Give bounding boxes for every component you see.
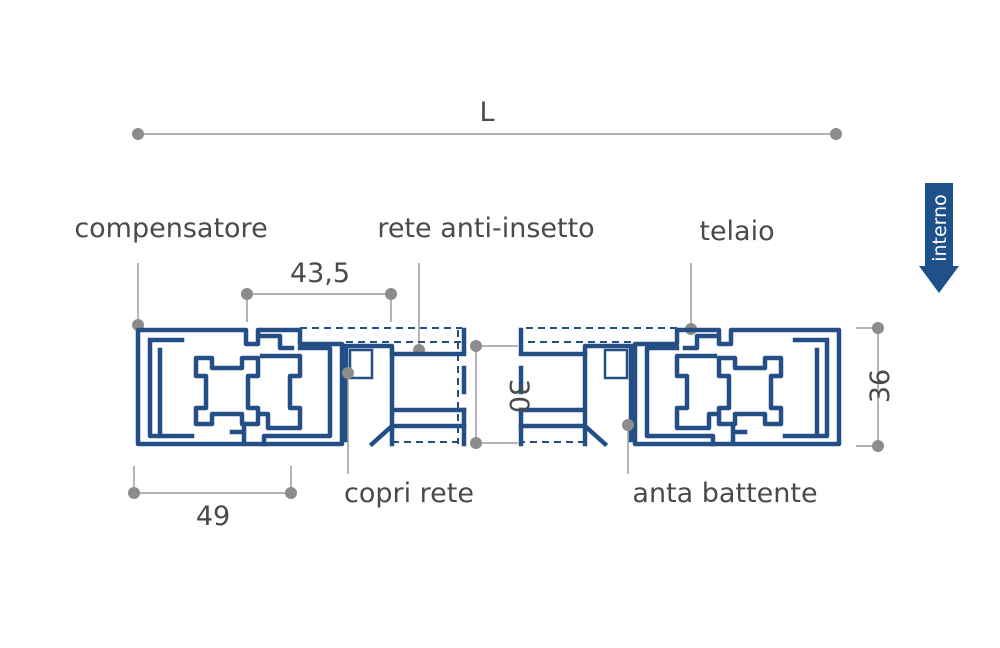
casement-sash-label: anta battente bbox=[632, 478, 817, 509]
dimension-overall-width: L bbox=[132, 97, 842, 140]
badge-body bbox=[925, 183, 953, 269]
dimension-profile-depth: 36 bbox=[856, 322, 896, 452]
interior-orientation-badge: interno bbox=[919, 183, 959, 293]
interior-label: interno bbox=[929, 194, 951, 262]
right-profile-assembly bbox=[518, 327, 842, 448]
compensator-leader bbox=[132, 263, 144, 331]
compensator-label: compensatore bbox=[74, 213, 267, 244]
left-profile-assembly bbox=[135, 327, 467, 448]
frame-width-label: 49 bbox=[196, 501, 230, 532]
arrow-down-icon bbox=[919, 266, 959, 293]
glass-gap-label: 30 bbox=[503, 379, 534, 413]
dimension-glass-gap: 30 bbox=[470, 340, 534, 449]
screen-offset-label: 43,5 bbox=[290, 258, 350, 289]
casement-sash-leader bbox=[622, 419, 634, 474]
insect-screen-label: rete anti-insetto bbox=[377, 213, 594, 244]
frame-leader bbox=[685, 263, 697, 335]
screen-cover-label: copri rete bbox=[344, 478, 474, 509]
overall-width-label: L bbox=[479, 97, 494, 128]
frame-label: telaio bbox=[699, 216, 774, 247]
dimension-screen-offset: 43,5 bbox=[241, 258, 397, 322]
profile-depth-label: 36 bbox=[865, 369, 896, 403]
dimension-frame-width: 49 bbox=[128, 466, 297, 532]
screen-cover-leader bbox=[342, 367, 354, 474]
